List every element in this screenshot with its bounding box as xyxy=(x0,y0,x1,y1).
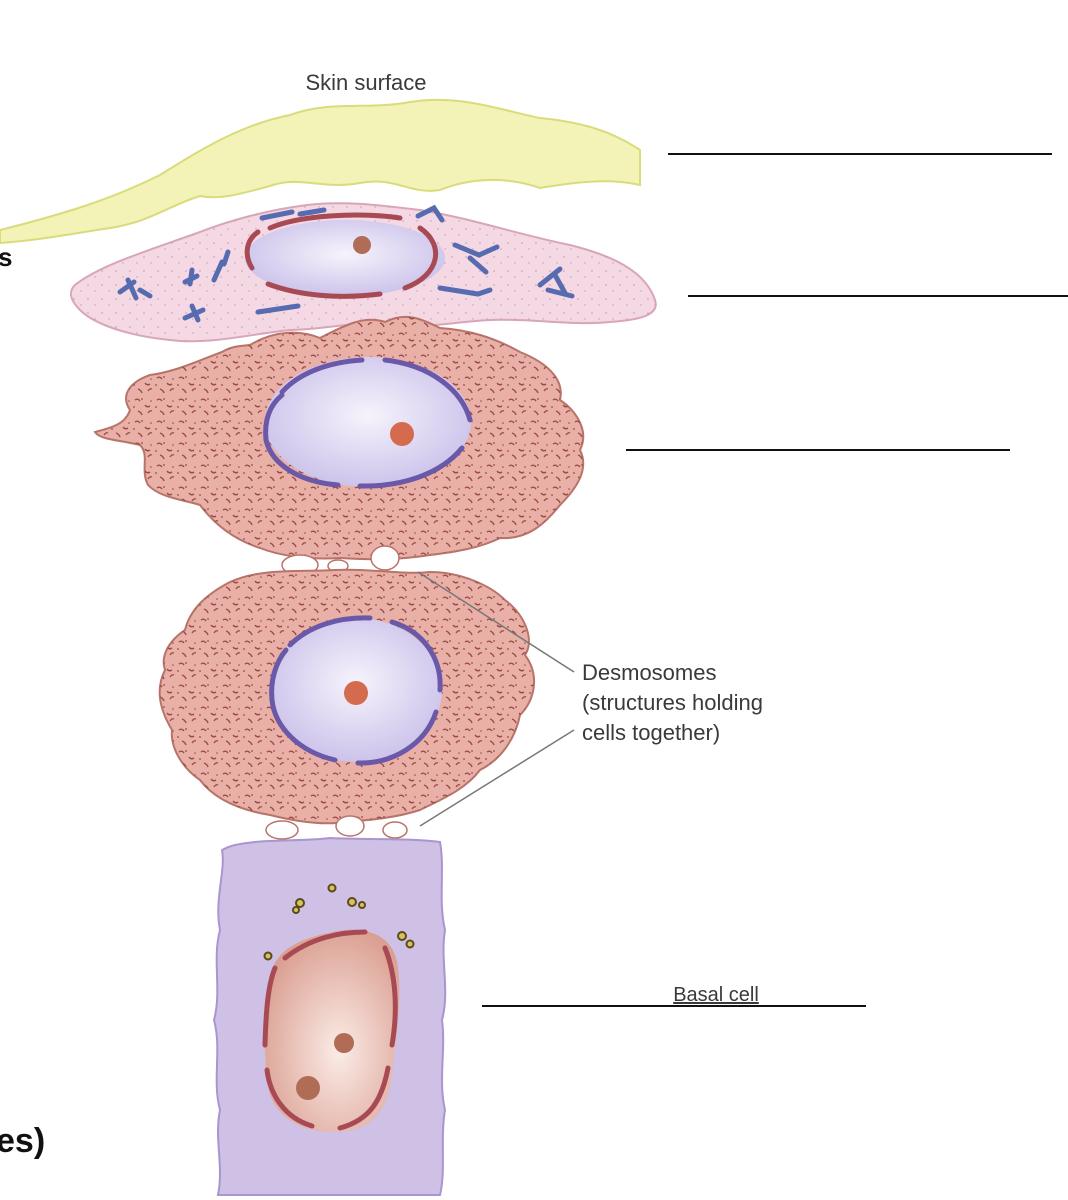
desmosome-pointer-upper xyxy=(417,571,575,673)
skin-surface-label: Skin surface xyxy=(305,70,426,95)
left-edge-text-top: s xyxy=(0,242,12,272)
desmosomes-label-line-2: (structures holding xyxy=(582,690,763,715)
desmosome-junctions-middle xyxy=(281,545,400,576)
keratohyalin-granules xyxy=(117,204,575,323)
stratum-corneum-layer xyxy=(0,98,641,245)
spinous-cell-upper-nucleus xyxy=(265,357,471,487)
melanin-granules xyxy=(263,883,415,961)
basal-cell-nucleolus-1 xyxy=(334,1033,354,1053)
spinous-cell-upper-nucleolus xyxy=(390,422,414,446)
desmosomes-label-line-3: cells together) xyxy=(582,720,720,745)
desmosome-pointer-lower xyxy=(419,729,575,827)
spinous-cell-lower-nucleolus xyxy=(344,681,368,705)
left-edge-text-bottom: es) xyxy=(0,1122,45,1160)
basal-cell-nucleolus-2 xyxy=(296,1076,320,1100)
granular-cell-nucleus xyxy=(245,220,445,296)
granular-cell-nucleolus xyxy=(353,236,371,254)
desmosome-junctions-lower xyxy=(265,815,408,840)
basal-cell-label: Basal cell xyxy=(673,984,759,1006)
desmosomes-label-line-1: Desmosomes xyxy=(582,660,716,685)
